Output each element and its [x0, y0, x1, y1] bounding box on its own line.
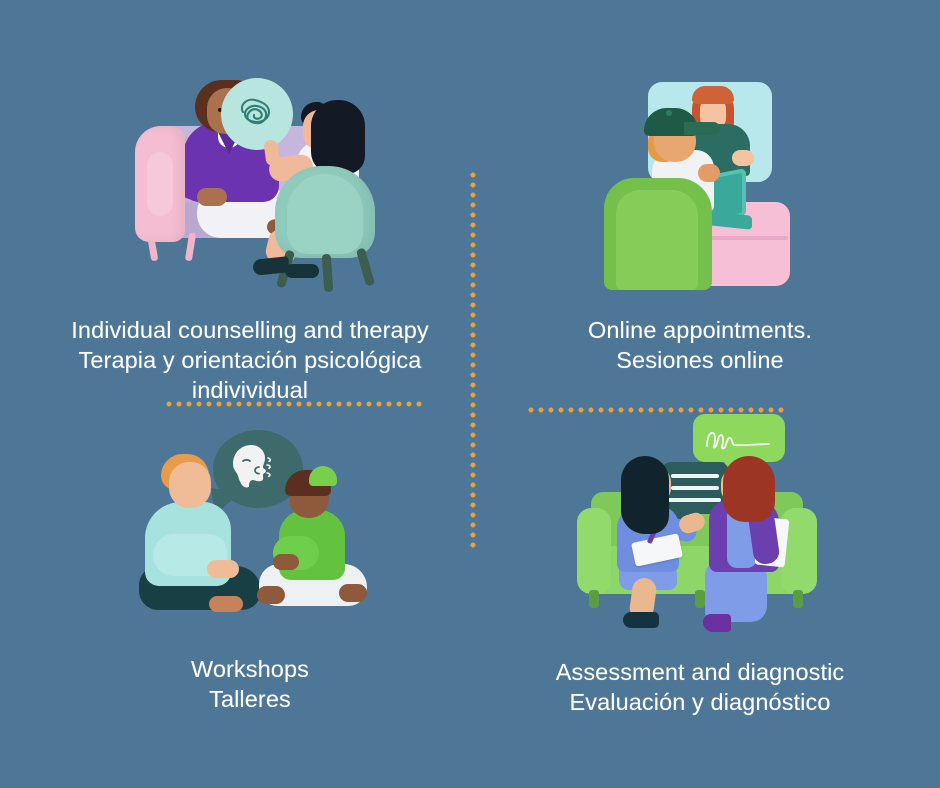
two-people-seated-breathing-workshop-illustration: [133, 428, 368, 628]
caption-workshops: Workshops Talleres: [191, 654, 309, 714]
therapist-and-client-on-couch-illustration: [125, 78, 376, 293]
vertical-dotted-divider: [470, 170, 476, 548]
service-card-individual-counselling: Individual counselling and therapy Terap…: [40, 78, 460, 405]
caption-line: Individual counselling and therapy: [71, 317, 429, 343]
caption-line: Talleres: [209, 686, 291, 712]
handwriting-squiggle-icon: [706, 431, 770, 450]
caption-line: Terapia y orientación psicológica: [78, 347, 422, 373]
caption-assessment-and-diagnostic: Assessment and diagnostic Evaluación y d…: [556, 657, 845, 717]
caption-line: Evaluación y diagnóstico: [569, 689, 831, 715]
caption-individual-counselling: Individual counselling and therapy Terap…: [71, 315, 428, 405]
breathing-head-icon: [232, 445, 271, 488]
horizontal-dotted-divider-left: [164, 401, 426, 407]
service-card-online-appointments: Online appointments. Sesiones online: [490, 78, 910, 375]
tangled-thought-bubble-icon: [221, 78, 293, 150]
caption-line: Sesiones online: [616, 347, 784, 373]
service-card-assessment-and-diagnostic: Assessment and diagnostic Evaluación y d…: [490, 414, 910, 717]
video-call-online-session-illustration: [600, 78, 800, 293]
horizontal-dotted-divider-right: [526, 407, 788, 413]
caption-line: Workshops: [190, 656, 309, 682]
clinician-taking-notes-on-sofa-illustration: [575, 414, 825, 639]
caption-line: Assessment and diagnostic: [555, 659, 845, 685]
caption-line: Online appointments.: [587, 317, 813, 343]
service-card-workshops: Workshops Talleres: [40, 428, 460, 714]
caption-line: indivividual: [191, 377, 309, 403]
caption-online-appointments: Online appointments. Sesiones online: [588, 315, 812, 375]
scribble-icon: [240, 98, 271, 125]
